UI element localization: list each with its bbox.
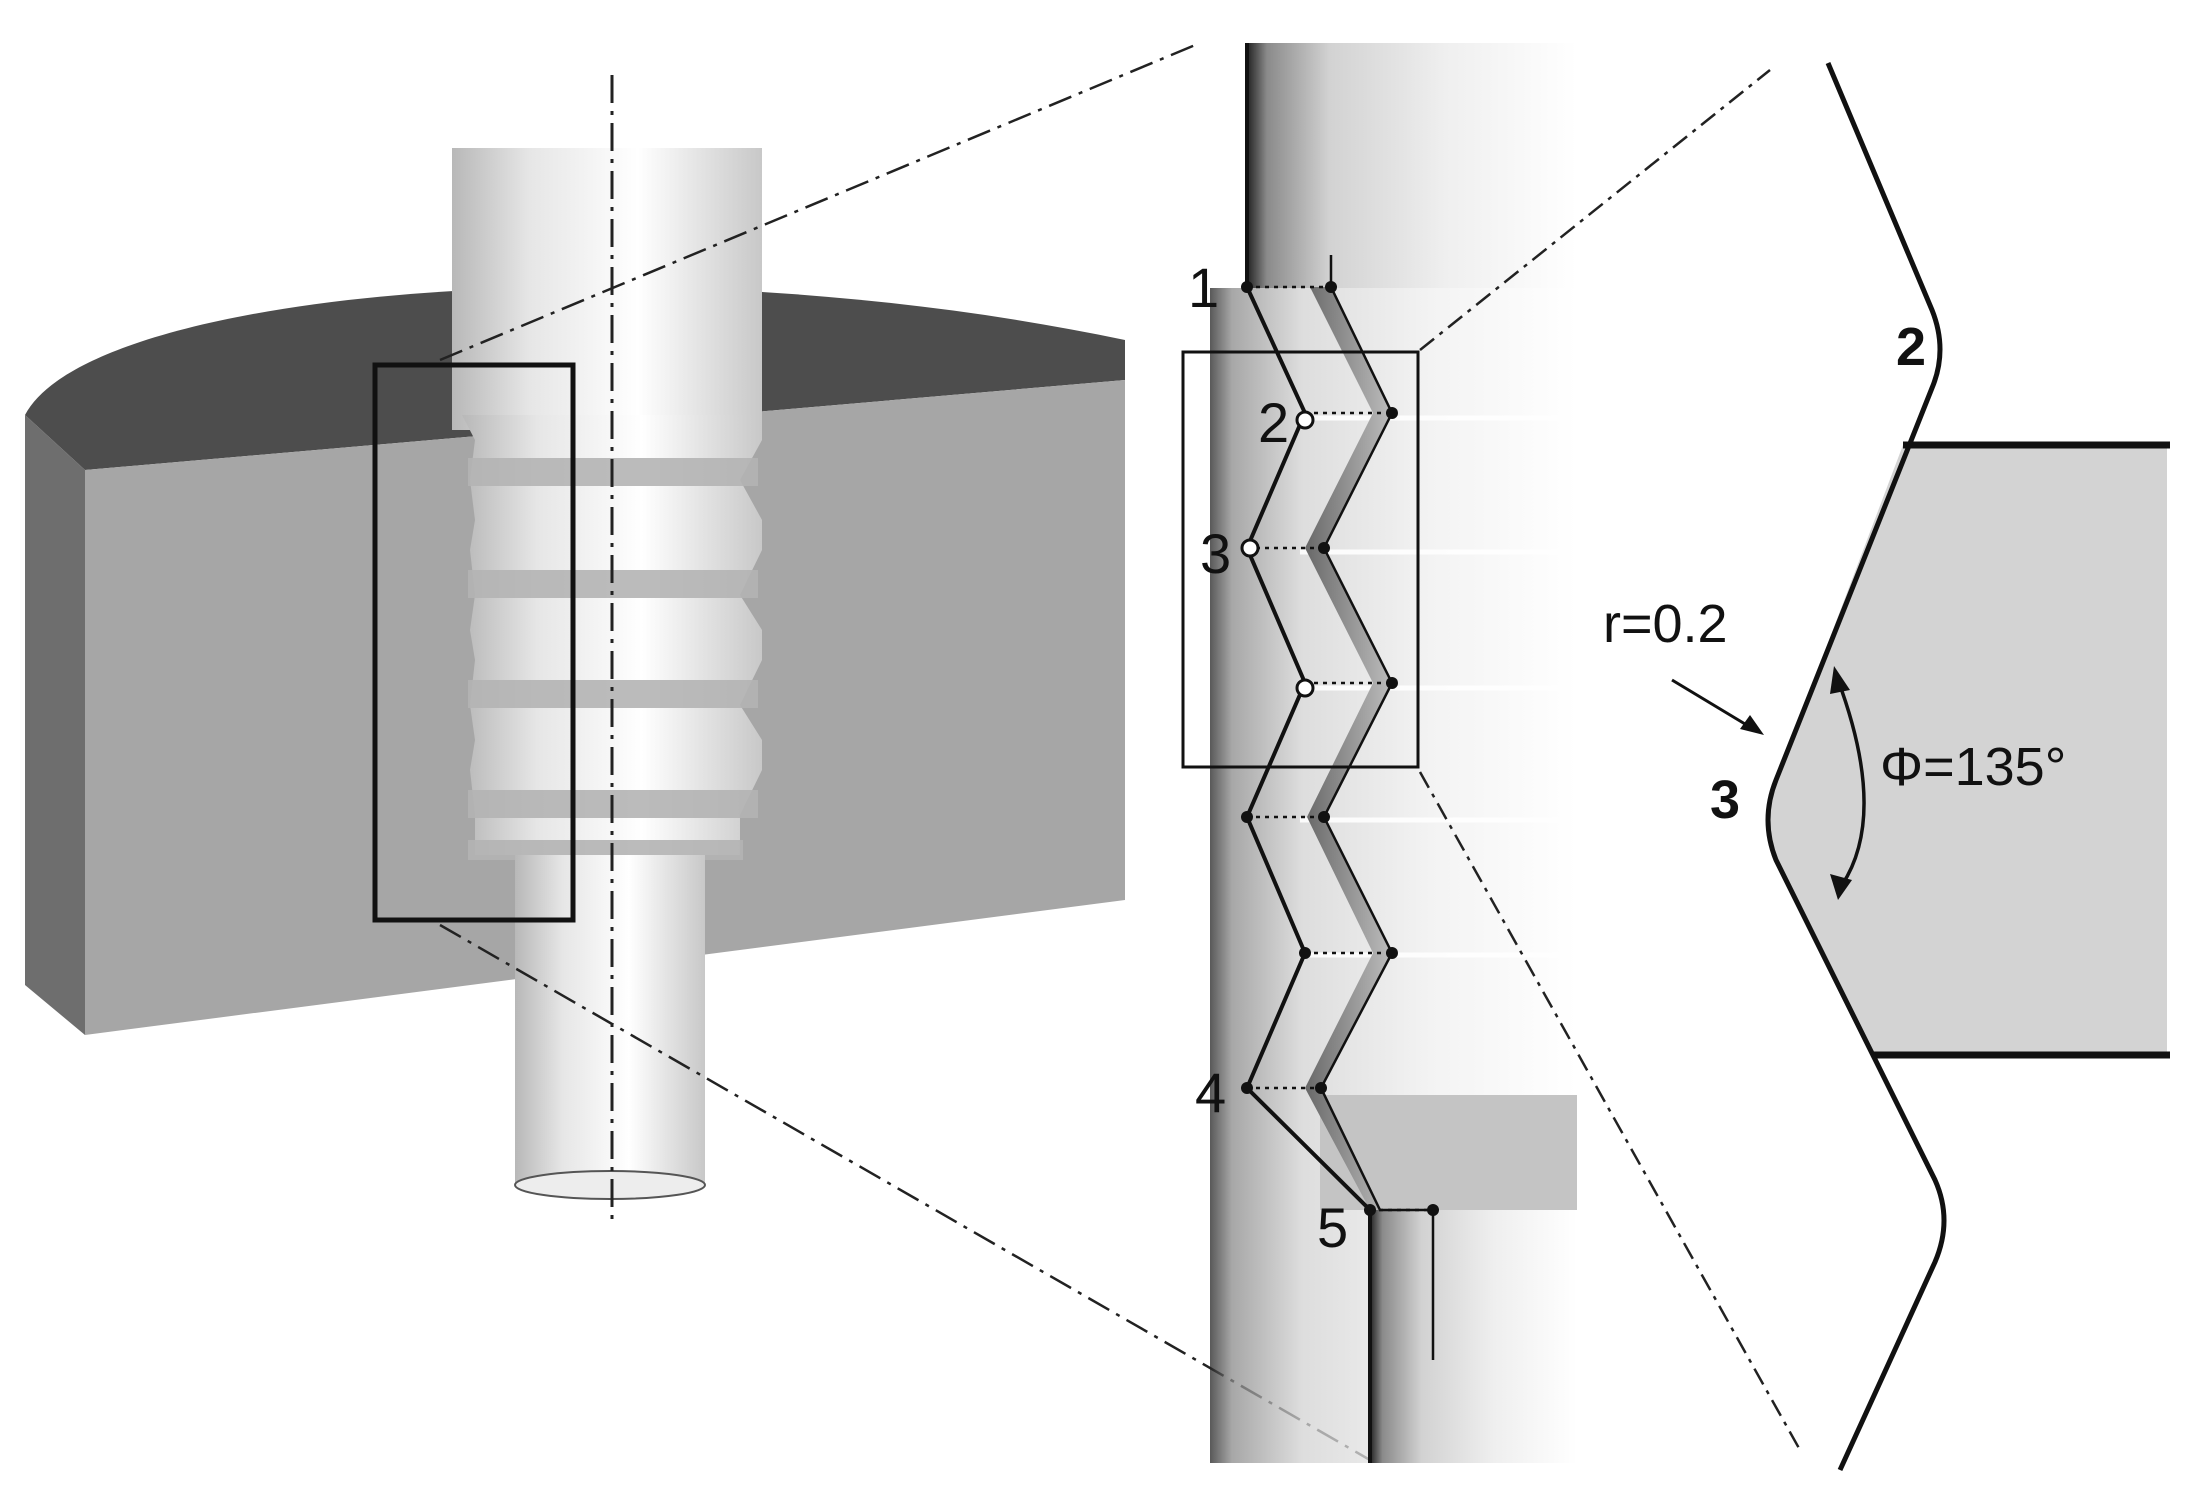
strip-lower-block bbox=[1320, 1095, 1577, 1210]
shaft-bottom-end bbox=[514, 1170, 706, 1200]
radius-label: r=0.2 bbox=[1603, 594, 1728, 654]
angle-arrow bbox=[1830, 666, 1866, 900]
point-label-4: 4 bbox=[1195, 1061, 1226, 1124]
left-3d-view bbox=[25, 75, 1125, 1225]
point-label-2-right: 2 bbox=[1896, 317, 1926, 377]
strip-highlights bbox=[1300, 415, 1577, 958]
point-markers bbox=[1240, 281, 1439, 1216]
middle-strip-top bbox=[1247, 43, 1577, 288]
groove-profile-curve bbox=[1765, 62, 1947, 1472]
middle-strip-bottom bbox=[1370, 1210, 1577, 1463]
point-label-5: 5 bbox=[1317, 1196, 1348, 1259]
projection-lines-right bbox=[1418, 69, 1802, 1451]
radius-pointer bbox=[1671, 678, 1764, 735]
zigzag-inner-line bbox=[1244, 43, 1372, 1463]
groove-tooth-fill bbox=[1768, 445, 2167, 1055]
dotted-connectors bbox=[1247, 285, 1433, 1212]
middle-detail-view: 1 2 3 4 5 bbox=[1181, 43, 1577, 1463]
point-label-1: 1 bbox=[1188, 256, 1219, 319]
shaft-corrugated-section bbox=[462, 415, 762, 855]
detail-box-left bbox=[372, 362, 576, 923]
right-enlarged-view: 2 3 r=0.2 Φ=135° bbox=[1603, 62, 2170, 1472]
point-label-3: 3 bbox=[1200, 522, 1231, 585]
detail-box-middle bbox=[1181, 350, 1420, 769]
disk-rim-edge bbox=[25, 415, 85, 1035]
shaft-lower bbox=[515, 855, 705, 1185]
angle-label: Φ=135° bbox=[1880, 737, 2066, 797]
point-label-3-right: 3 bbox=[1710, 770, 1740, 830]
point-label-2: 2 bbox=[1258, 391, 1289, 454]
